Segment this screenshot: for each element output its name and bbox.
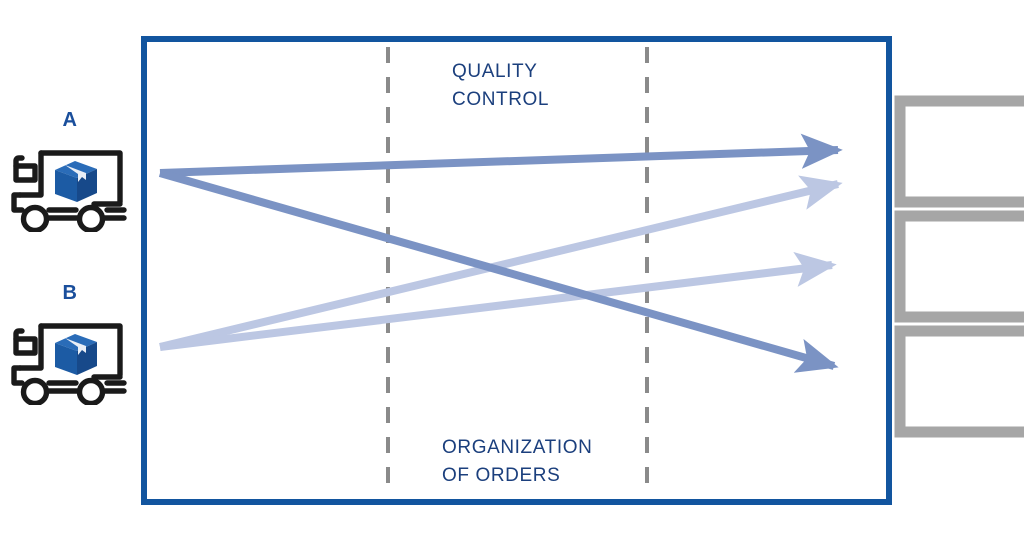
quality-control-label: QUALITY CONTROL xyxy=(452,61,550,110)
flow-arrow-b-to-dock2 xyxy=(159,251,837,351)
delivery-truck-icon xyxy=(11,150,127,232)
parcel-box-icon xyxy=(55,161,97,202)
storage-rack-group xyxy=(894,95,1024,438)
flow-arrow-b-to-dock1 xyxy=(159,175,843,351)
storage-rack-3 xyxy=(894,325,1024,438)
delivery-truck-icon xyxy=(11,323,127,405)
organization-of-orders-label: ORGANIZATION OF ORDERS xyxy=(442,437,593,486)
inbound-truck-b: B xyxy=(0,283,140,405)
storage-rack-1 xyxy=(894,95,1024,208)
flow-arrow-a-to-dock3 xyxy=(158,169,839,373)
parcel-box-icon xyxy=(55,334,97,375)
truck-wheel-group xyxy=(20,377,106,405)
truck-a-label: A xyxy=(62,109,78,131)
flow-arrow-a-to-dock1 xyxy=(159,133,843,177)
truck-b-label: B xyxy=(62,282,78,304)
truck-wheel-group xyxy=(20,204,106,232)
inbound-truck-a: A xyxy=(0,110,140,232)
storage-rack-2 xyxy=(894,210,1024,323)
